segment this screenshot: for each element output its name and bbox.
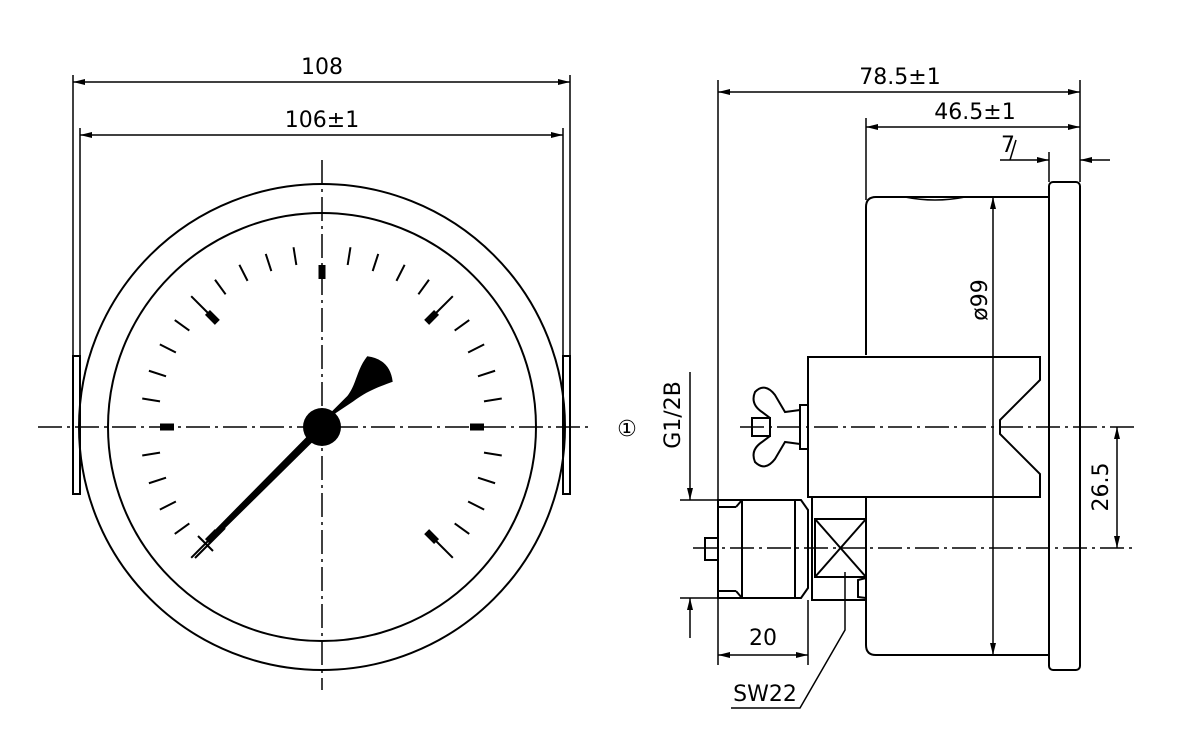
major-tick-extension [190, 295, 210, 315]
major-tick-extension [190, 539, 210, 559]
dim-26-5-label: 26.5 [1089, 463, 1114, 512]
minor-tick [174, 522, 190, 535]
dim-7-label: 7 [1001, 133, 1015, 158]
minor-tick [214, 279, 227, 295]
dimension-thread: G1/2B ① [617, 372, 718, 638]
dimension-46-5: 46.5±1 [866, 100, 1080, 130]
minor-tick [371, 253, 380, 272]
dimension-20: 20 [718, 626, 808, 658]
mounting-clamp [807, 356, 1041, 498]
minor-tick [264, 253, 273, 272]
major-tick-extension [434, 539, 454, 559]
dim-20-label: 20 [749, 626, 777, 651]
minor-tick [417, 279, 430, 295]
major-tick [424, 309, 440, 325]
minor-tick [483, 397, 502, 403]
dim-108-label: 108 [301, 55, 343, 80]
bezel-ring [1048, 181, 1081, 671]
dim-diameter-label: ø99 [968, 279, 993, 320]
minor-tick [159, 343, 177, 354]
dimension-7: 7 [1000, 133, 1110, 163]
minor-tick [477, 476, 496, 485]
major-tick [424, 529, 440, 545]
pointer-tip-cross [197, 535, 214, 552]
callout-marker: ① [617, 417, 637, 442]
minor-tick [395, 264, 406, 282]
minor-tick [477, 369, 496, 378]
minor-tick [467, 500, 485, 511]
pointer-needle [194, 356, 393, 559]
dim-46-5-label: 46.5±1 [934, 100, 1015, 125]
dimension-106: 106±1 [79, 108, 564, 360]
case-body-top [865, 196, 1049, 355]
bracket-right [562, 355, 571, 495]
minor-tick [467, 343, 485, 354]
pointer-hub [303, 408, 341, 446]
case-body-bottom [865, 497, 1049, 656]
minor-tick [483, 451, 502, 457]
minor-tick [142, 451, 161, 457]
minor-tick [148, 476, 167, 485]
minor-tick [454, 319, 470, 332]
major-tick [204, 529, 220, 545]
minor-tick [174, 319, 190, 332]
scale-ticks [142, 247, 502, 559]
minor-tick [346, 247, 352, 266]
major-tick [204, 309, 220, 325]
dimension-diameter-99: ø99 [968, 197, 996, 655]
dim-78-5-label: 78.5±1 [859, 65, 940, 90]
dimension-78-5: 78.5±1 [718, 65, 1080, 95]
major-tick-extension [434, 295, 454, 315]
thread-label: G1/2B [661, 381, 686, 449]
side-view: 78.5±1 46.5±1 7 [617, 65, 1135, 709]
minor-tick [142, 397, 161, 403]
dim-106-label: 106±1 [285, 108, 359, 133]
minor-tick [238, 264, 249, 282]
minor-tick [159, 500, 177, 511]
dimension-108: 108 [72, 55, 571, 360]
dimension-26-5: 26.5 [1089, 427, 1120, 548]
front-view: 108 106±1 [38, 55, 590, 690]
minor-tick [454, 522, 470, 535]
minor-tick [292, 247, 298, 266]
sw22-label: SW22 [733, 682, 797, 707]
wrench-size-callout: SW22 [731, 572, 846, 709]
minor-tick [148, 369, 167, 378]
